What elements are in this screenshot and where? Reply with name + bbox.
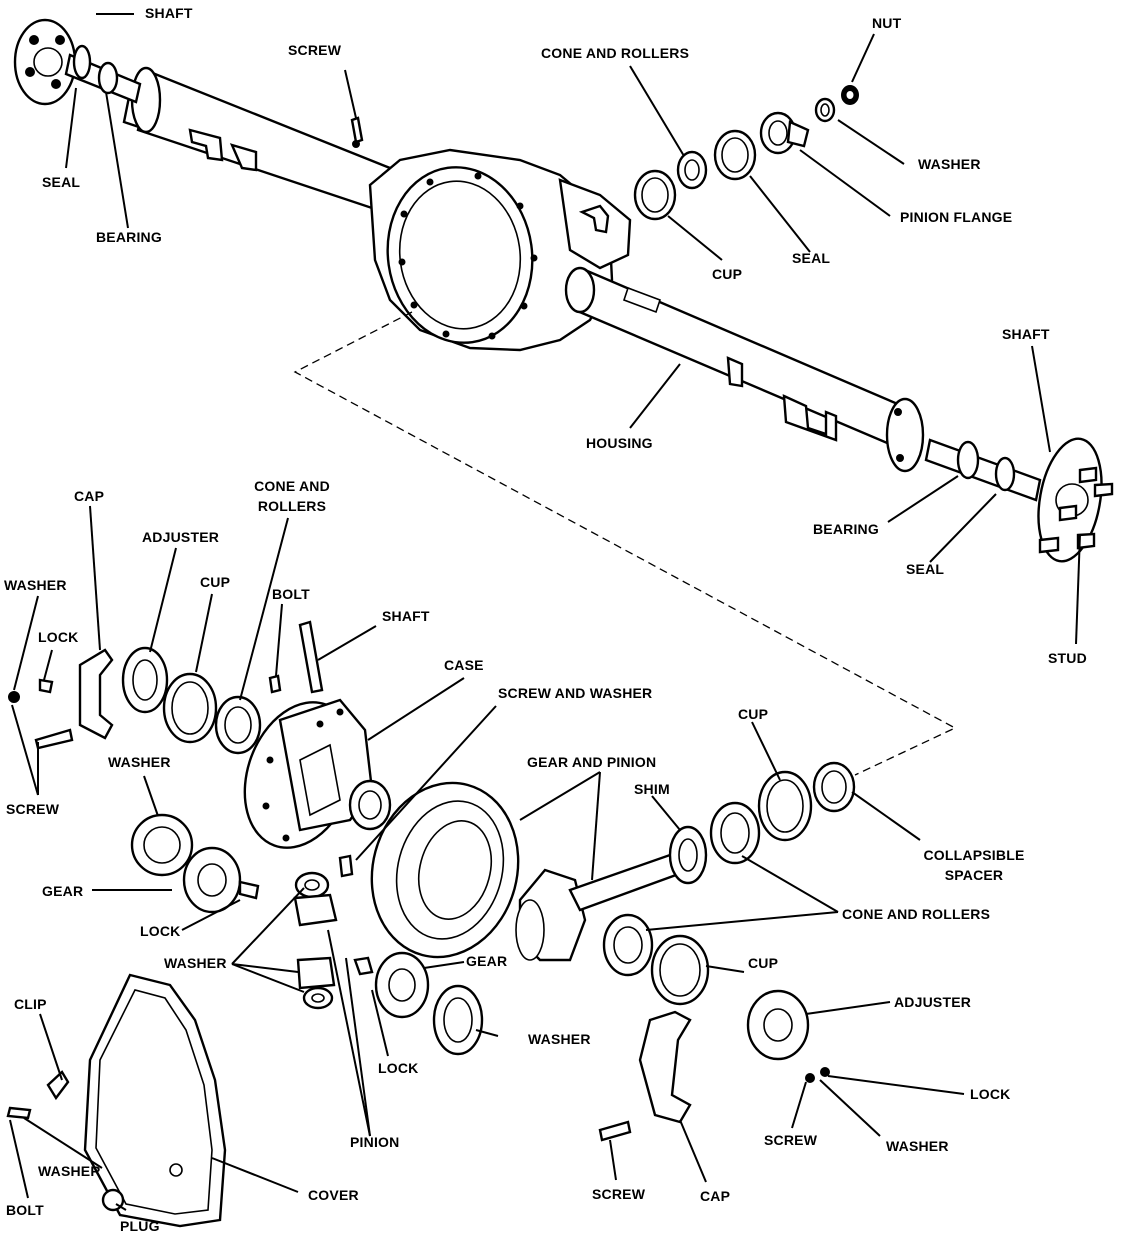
ring-gear: [370, 781, 520, 959]
label-housing: HOUSING: [586, 435, 653, 451]
label-cone-rollers-right: CONE AND ROLLERS: [842, 906, 991, 922]
label-bolt-bottom: BOLT: [6, 1202, 44, 1218]
label-washer-right: WASHER: [886, 1138, 949, 1154]
label-adjuster-right: ADJUSTER: [894, 994, 972, 1010]
label-seal-mid: SEAL: [792, 250, 831, 266]
leader-lines: [9, 13, 1081, 1211]
label-lock-center: LOCK: [378, 1060, 419, 1076]
label-case: CASE: [444, 657, 484, 673]
label-screw-left: SCREW: [6, 801, 60, 817]
label-gear-left: GEAR: [42, 883, 84, 899]
label-screw-and-washer: SCREW AND WASHER: [498, 685, 653, 701]
dashed-link: [293, 311, 957, 776]
label-bearing-top: BEARING: [96, 229, 162, 245]
label-seal-top: SEAL: [42, 174, 81, 190]
right-bearing-parts: [602, 761, 856, 1006]
label-cone-rollers-top: CONE AND ROLLERS: [541, 45, 690, 61]
label-screw-bottom: SCREW: [592, 1186, 646, 1202]
differential-cover: [6, 973, 227, 1228]
label-pinion: PINION: [350, 1134, 400, 1150]
label-plug: PLUG: [120, 1218, 160, 1234]
label-washer-top: WASHER: [918, 156, 981, 172]
label-pinion-flange: PINION FLANGE: [900, 209, 1013, 225]
label-cap-left: CAP: [74, 488, 105, 504]
label-lock-right: LOCK: [970, 1086, 1011, 1102]
drive-pinion: [515, 853, 678, 962]
label-washer-mid-left: WASHER: [108, 754, 171, 770]
side-gears-and-pinions: [130, 813, 484, 1056]
label-cup-right: CUP: [738, 706, 769, 722]
label-seal-right: SEAL: [906, 561, 945, 577]
label-gear-right: GEAR: [466, 953, 508, 969]
axle-housing: [122, 66, 925, 473]
label-washer-pinions: WASHER: [164, 955, 227, 971]
differential-case: [243, 698, 392, 878]
label-shaft-right: SHAFT: [1002, 326, 1050, 342]
label-shaft-top: SHAFT: [145, 5, 193, 21]
left-axle-shaft: [13, 18, 142, 106]
label-cup-top: CUP: [712, 266, 743, 282]
label-washer-side: WASHER: [528, 1031, 591, 1047]
label-cup-left: CUP: [200, 574, 231, 590]
screw-top-part: [350, 116, 364, 148]
label-lock-left: LOCK: [38, 629, 79, 645]
label-collapsible-spacer-line1: COLLAPSIBLE: [923, 847, 1025, 863]
label-washer-bottom: WASHER: [38, 1163, 101, 1179]
label-cone-rollers-left-line1: CONE AND: [254, 478, 330, 494]
label-cup-lower: CUP: [748, 955, 779, 971]
label-bearing-right: BEARING: [813, 521, 879, 537]
label-washer-left: WASHER: [4, 577, 67, 593]
label-bolt-mid: BOLT: [272, 586, 310, 602]
label-cap-bottom: CAP: [700, 1188, 731, 1204]
label-clip: CLIP: [14, 996, 47, 1012]
label-shim: SHIM: [634, 781, 670, 797]
right-cap-adjuster: [598, 989, 830, 1142]
label-cone-rollers-left: CONE AND ROLLERS: [240, 478, 344, 515]
pinion-parts-top: [633, 85, 859, 221]
right-axle-shaft: [924, 437, 1114, 563]
label-collapsible-spacer-line2: SPACER: [944, 867, 1004, 883]
label-adjuster-left: ADJUSTER: [142, 529, 220, 545]
label-shaft-mid: SHAFT: [382, 608, 430, 624]
label-screw-right: SCREW: [764, 1132, 818, 1148]
left-bearing-parts: [8, 620, 324, 755]
label-cover: COVER: [308, 1187, 359, 1203]
label-collapsible-spacer: COLLAPSIBLE SPACER: [918, 847, 1030, 884]
label-cone-rollers-left-line2: ROLLERS: [257, 498, 327, 514]
label-stud: STUD: [1048, 650, 1087, 666]
label-lock-mid-left: LOCK: [140, 923, 181, 939]
label-gear-and-pinion: GEAR AND PINION: [527, 754, 657, 770]
label-screw-top: SCREW: [288, 42, 342, 58]
label-nut: NUT: [872, 15, 902, 31]
